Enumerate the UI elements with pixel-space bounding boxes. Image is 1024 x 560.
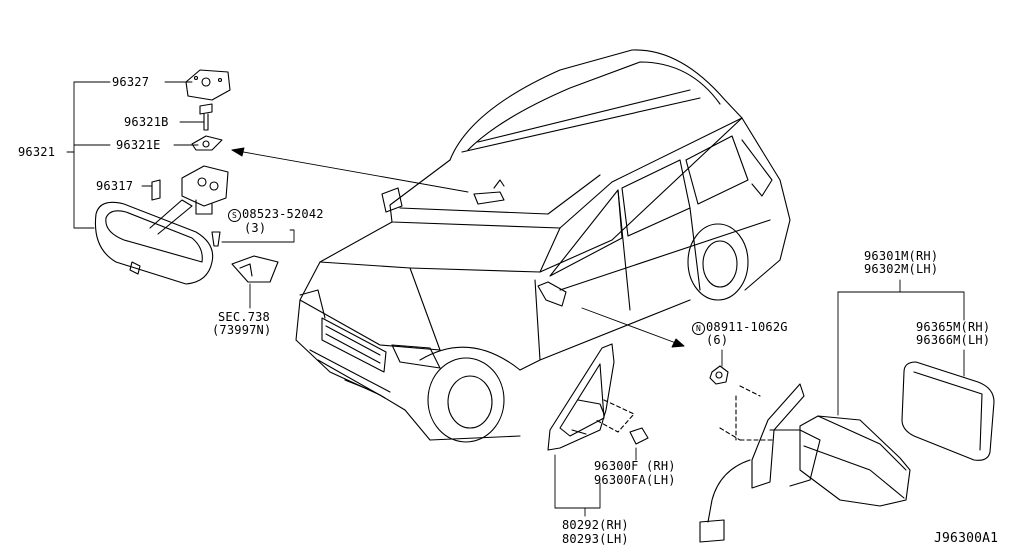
diagram-id: J96300A1 (934, 531, 999, 546)
label-96327: 96327 (112, 75, 150, 89)
label-mirror-lh: 96302M(LH) (864, 262, 939, 276)
nut-quantity: (6) (706, 333, 729, 347)
label-mirror-rh: 96301M(RH) (864, 249, 939, 263)
rearview-mirror-parts (94, 69, 279, 285)
label-clip-lh: 96300FA(LH) (594, 473, 676, 487)
sec-subreference: (73997N) (212, 323, 272, 337)
bolt-symbol: S (228, 209, 241, 222)
sec-reference: SEC.738 (218, 310, 270, 324)
label-cover-lh: 80293(LH) (562, 532, 629, 546)
label-96317: 96317 (96, 179, 134, 193)
bolt-quantity: (3) (244, 221, 267, 235)
label-96321b: 96321B (124, 115, 169, 129)
nut-symbol: N (692, 322, 705, 335)
vehicle-illustration (295, 49, 791, 443)
leader-lines (66, 81, 965, 517)
label-glass-rh: 96365M(RH) (916, 320, 991, 334)
nut-part-number: 08911-1062G (706, 320, 788, 334)
label-cover-rh: 80292(RH) (562, 518, 629, 532)
label-clip-rh: 96300F (RH) (594, 459, 676, 473)
label-glass-lh: 96366M(LH) (916, 333, 991, 347)
bolt-part-number: 08523-52042 (242, 207, 324, 221)
label-96321e: 96321E (116, 138, 161, 152)
label-96321: 96321 (18, 145, 56, 159)
door-mirror-parts (547, 343, 995, 543)
